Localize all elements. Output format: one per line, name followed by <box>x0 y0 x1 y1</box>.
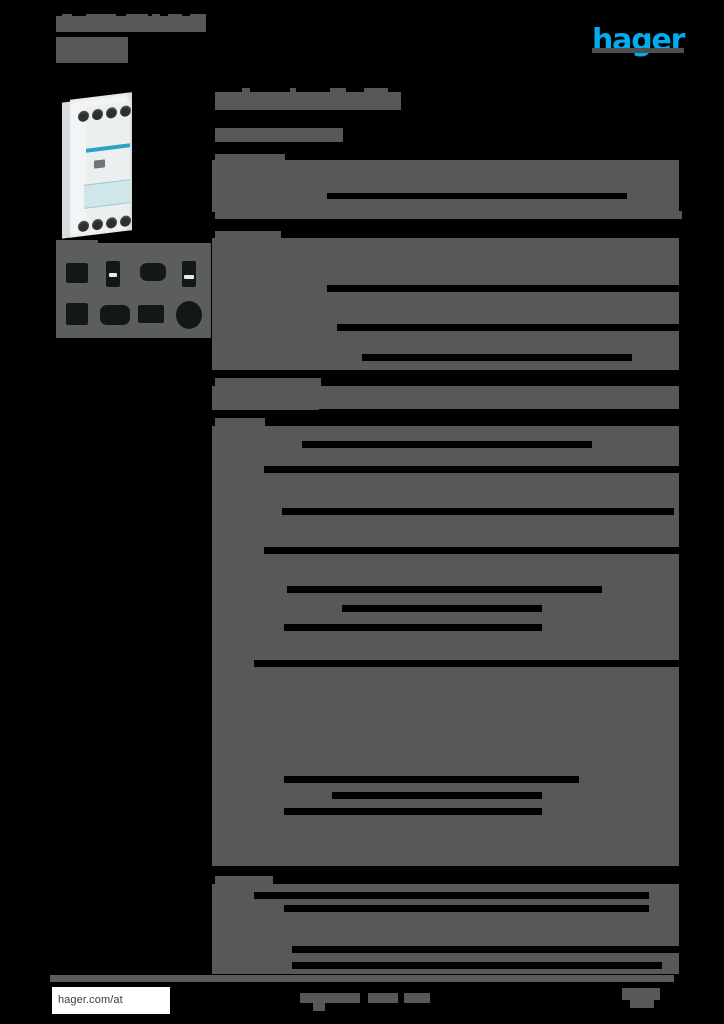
content-text-gap <box>284 776 579 783</box>
content-text-band <box>242 88 250 94</box>
content-text-band <box>212 286 679 322</box>
device-terminal <box>78 110 89 123</box>
content-text-band <box>215 418 265 428</box>
footer-url: hager.com/at <box>58 994 123 1006</box>
content-text-gap <box>254 892 649 899</box>
pictogram-icon-1 <box>66 263 88 283</box>
footer-text-block <box>622 988 660 1000</box>
content-text-band <box>215 154 285 162</box>
content-text-gap <box>292 962 662 969</box>
header-text-block <box>152 14 160 18</box>
footer-url-box[interactable]: hager.com/at <box>52 987 170 1014</box>
content-text-gap <box>319 409 679 416</box>
header-text-block <box>190 14 206 18</box>
content-text-gap <box>284 905 649 912</box>
device-indicator-window <box>94 159 105 169</box>
content-text-gap <box>302 441 592 448</box>
header-text-block <box>56 37 128 63</box>
device-terminal <box>106 106 117 119</box>
content-text-gap <box>284 624 542 631</box>
pictogram-icon-3 <box>140 263 166 281</box>
device-terminal <box>92 108 103 121</box>
content-text-band <box>215 876 273 886</box>
device-terminal <box>92 218 103 231</box>
datasheet-content <box>212 86 682 974</box>
content-text-gap <box>284 808 542 815</box>
header-text-block <box>126 14 148 18</box>
pictogram-icon-7 <box>138 305 164 323</box>
device-terminal <box>78 220 89 233</box>
device-terminal <box>120 104 131 118</box>
page-header: hager <box>0 0 724 80</box>
content-text-gap <box>332 792 542 799</box>
content-text-band <box>330 88 346 94</box>
header-text-block <box>56 16 206 32</box>
content-text-gap <box>264 547 679 554</box>
content-text-band <box>215 211 682 219</box>
pictogram-icon-5 <box>66 303 88 325</box>
product-photo <box>58 90 158 240</box>
content-text-gap <box>264 466 679 473</box>
content-text-gap <box>254 660 679 667</box>
logo-underline <box>592 48 684 53</box>
pictogram-strip <box>56 243 211 338</box>
pictogram-icon-mark-1 <box>109 273 117 277</box>
hager-logo: hager <box>592 26 685 56</box>
pictogram-icon-mark-2 <box>184 275 194 279</box>
footer-divider <box>50 975 674 982</box>
footer-text-block <box>630 1000 654 1008</box>
content-text-gap <box>342 605 542 612</box>
pictogram-icon-8 <box>176 301 202 329</box>
pictogram-icon-4 <box>182 261 196 287</box>
footer-text-block <box>300 993 360 1003</box>
content-text-band <box>212 426 679 866</box>
page-footer <box>0 975 724 1024</box>
content-text-band <box>364 88 388 94</box>
content-text-gap <box>362 354 632 361</box>
header-text-block <box>86 14 116 18</box>
content-text-gap <box>327 193 627 199</box>
content-text-gap <box>292 946 679 953</box>
content-text-band <box>215 128 343 142</box>
content-text-band <box>212 386 679 410</box>
header-text-block <box>62 14 72 18</box>
device-terminal <box>120 214 131 228</box>
content-text-band <box>215 92 401 110</box>
device-terminal <box>106 216 117 229</box>
footer-text-block <box>368 993 398 1003</box>
content-text-gap <box>327 285 679 292</box>
content-text-band <box>290 88 296 94</box>
content-text-gap <box>287 586 602 593</box>
content-text-gap <box>337 324 679 331</box>
footer-text-block <box>313 1003 325 1011</box>
pictogram-icon-6 <box>100 305 130 325</box>
content-text-band <box>212 238 679 286</box>
content-text-band <box>215 378 321 388</box>
content-text-gap <box>282 508 674 515</box>
content-text-band <box>212 160 679 212</box>
footer-text-block <box>404 993 430 1003</box>
content-text-band <box>215 231 281 239</box>
header-text-block <box>168 14 182 18</box>
